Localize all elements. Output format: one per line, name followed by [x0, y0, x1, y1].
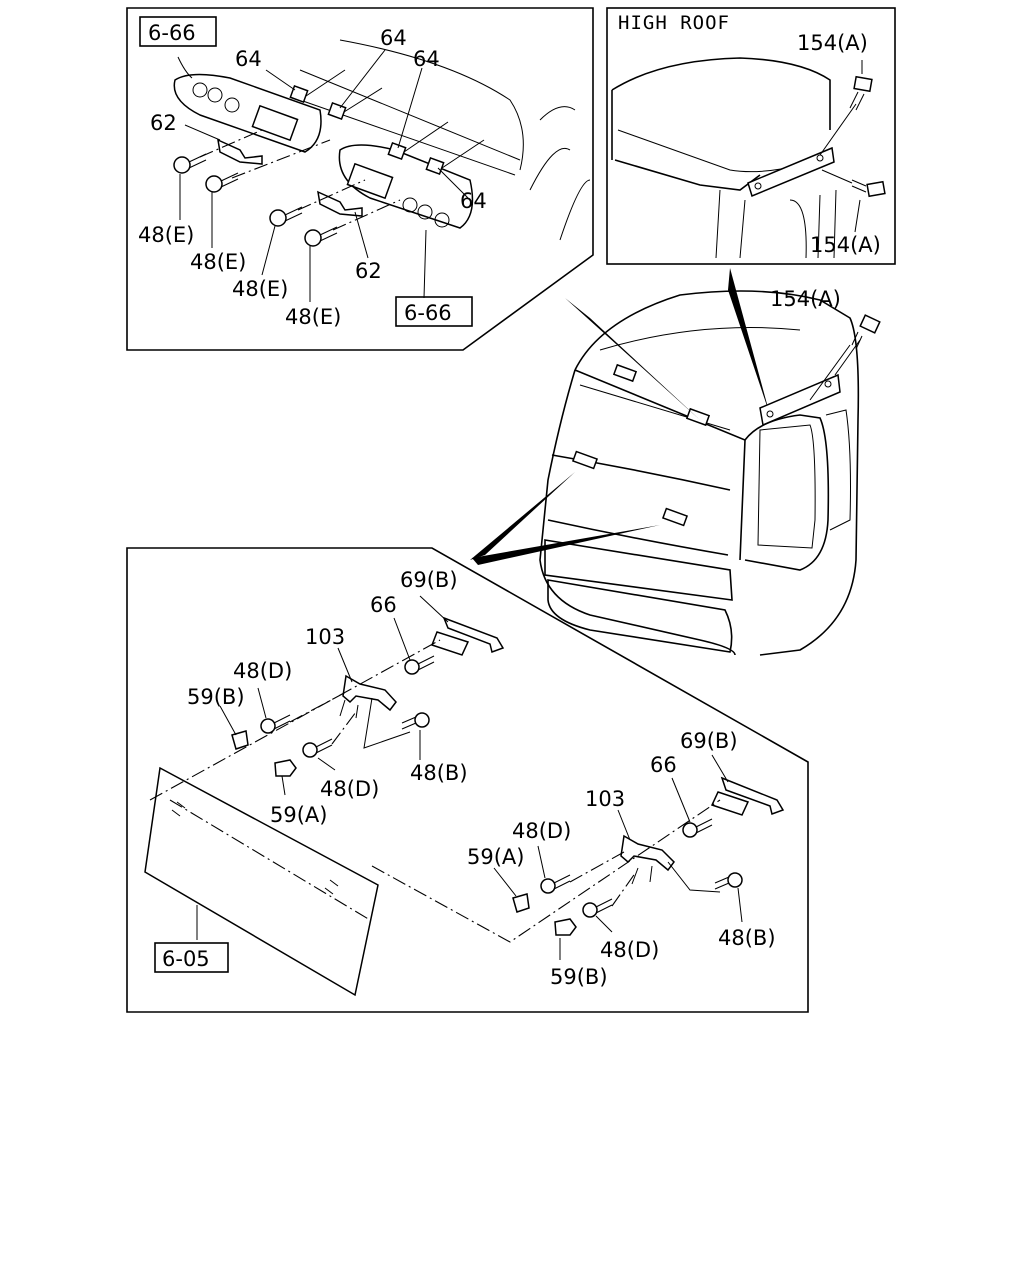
ref-label-6-66-top[interactable]: 6-66: [148, 21, 196, 45]
part-labels: 6-66 6-66 6-05 HIGH ROOF 64 64 64 64 62 …: [138, 12, 881, 989]
label-64: 64: [380, 26, 407, 50]
top-left-inset: [126, 7, 594, 351]
label-48e: 48(E): [138, 223, 194, 247]
label-48e: 48(E): [232, 277, 288, 301]
label-48b: 48(B): [718, 926, 776, 950]
reference-box-6-66-bottom: [395, 296, 473, 327]
label-59a: 59(A): [467, 845, 524, 869]
label-48b: 48(B): [410, 761, 468, 785]
vehicle-rear-view: [470, 268, 881, 656]
high-roof-title: HIGH ROOF: [618, 12, 730, 34]
label-48d: 48(D): [320, 777, 379, 801]
label-64: 64: [413, 47, 440, 71]
high-roof-inset: [606, 7, 896, 265]
reference-box-6-66-top: [139, 16, 217, 47]
label-48d: 48(D): [512, 819, 571, 843]
label-59a: 59(A): [270, 803, 327, 827]
label-69b: 69(B): [400, 568, 458, 592]
label-69b: 69(B): [680, 729, 738, 753]
label-103: 103: [585, 787, 625, 811]
label-154a: 154(A): [810, 233, 881, 257]
label-154a: 154(A): [797, 31, 868, 55]
ref-label-6-66-bottom[interactable]: 6-66: [404, 301, 452, 325]
label-48d: 48(D): [600, 938, 659, 962]
label-48e: 48(E): [190, 250, 246, 274]
reference-box-6-05: [154, 942, 229, 973]
label-59b: 59(B): [187, 685, 245, 709]
label-66: 66: [370, 593, 397, 617]
label-66: 66: [650, 753, 677, 777]
ref-label-6-05[interactable]: 6-05: [162, 947, 210, 971]
label-48d: 48(D): [233, 659, 292, 683]
label-59b: 59(B): [550, 965, 608, 989]
label-62: 62: [355, 259, 382, 283]
label-64: 64: [235, 47, 262, 71]
label-64: 64: [460, 189, 487, 213]
label-48e: 48(E): [285, 305, 341, 329]
label-62: 62: [150, 111, 177, 135]
label-154a: 154(A): [770, 287, 841, 311]
label-103: 103: [305, 625, 345, 649]
bottom-inset: [126, 547, 809, 1013]
